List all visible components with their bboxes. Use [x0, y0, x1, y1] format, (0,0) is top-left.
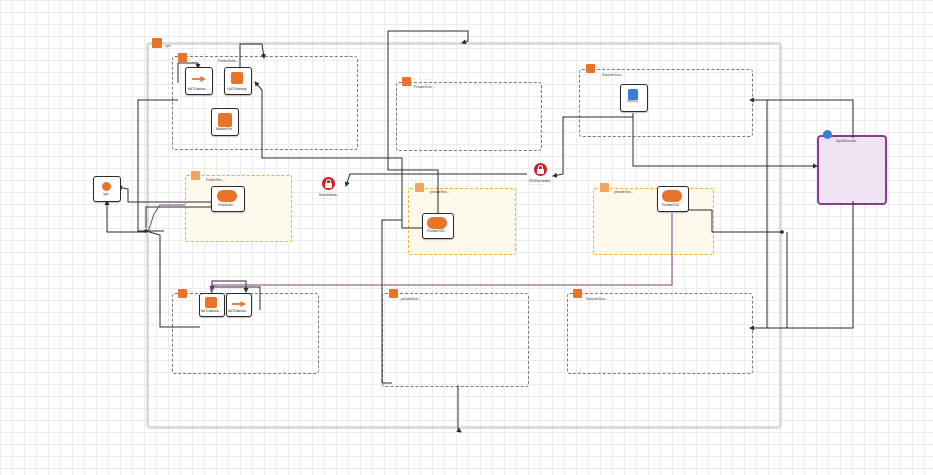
edge-mysql-to-cluster [632, 113, 818, 169]
security-group-private-1-icon [415, 183, 424, 192]
edge-nat3-left [145, 230, 200, 328]
subnet-private-2-icon [389, 289, 398, 298]
lock-body [325, 183, 332, 188]
subnet-public-2-dots: · · · · [190, 289, 208, 295]
vpc-label: vpc [165, 44, 171, 48]
node-secret-1-sublabel: — — — — [318, 196, 332, 200]
subnet-group-1-icon [586, 64, 595, 73]
edge-subnet-private-2-bottom [456, 385, 462, 433]
node-nat-gateway-3[interactable] [199, 293, 225, 317]
security-group-private-1-label: privateSec... [430, 190, 450, 194]
rds-cluster-icon [823, 130, 832, 139]
secret-lock-icon[interactable] [322, 177, 335, 190]
nat-arrow-icon [232, 301, 246, 307]
subnet-group-2-icon [573, 289, 582, 298]
node-secret-2-sublabel: — — — — [530, 182, 544, 186]
node-lb-private-1[interactable] [422, 213, 454, 239]
subnet-group-2-dots: · · · · [585, 289, 603, 295]
edge-purple-lb1-igw [147, 204, 185, 233]
security-group-public-label: PublicSec... [206, 178, 225, 182]
vpc-icon [152, 38, 162, 48]
security-group-private-2-label: privateSec... [614, 190, 634, 194]
subnet-private-1-icon [402, 77, 411, 86]
subnet-private-1[interactable] [396, 82, 542, 151]
node-mysql-label: MySQL [627, 99, 639, 103]
edge-purple-lb3-to-nat3 [209, 213, 673, 292]
nat-gateway-icon [205, 297, 217, 308]
lock-body [537, 169, 544, 174]
security-group-public-icon [191, 171, 200, 180]
node-nat-gateway-1-label: NATGatewa... [187, 87, 209, 91]
subnet-public-1-dots: · · · · [190, 52, 208, 58]
edge-nat-loop-top [239, 43, 266, 68]
junction-dot-left [144, 229, 148, 233]
node-nat-gateway-2-label: NATGateway [227, 87, 247, 91]
edge-secret2-to-secret1 [344, 173, 527, 187]
secret-lock-icon[interactable] [534, 163, 547, 176]
node-nat-gateway-2[interactable] [224, 67, 252, 95]
rds-cluster[interactable] [817, 135, 887, 205]
edge-nat1-nat2 [177, 62, 201, 83]
node-lb-private-2-label: PrivateRDS... [662, 203, 682, 207]
lock-shackle [326, 179, 331, 184]
edge-igw-branch [104, 200, 145, 233]
node-secret-2-label: RDSSecretsM... [529, 179, 553, 183]
subnet-group-2-label: SubnetGrou... [586, 297, 609, 301]
node-lb-public-label: PublicSec... [218, 203, 236, 207]
node-lb-private-2[interactable] [657, 186, 689, 212]
edge-secret2-mysql [552, 113, 634, 178]
subnet-public-1-label: PublicSubn... [218, 59, 240, 63]
subnet-private-1-label: PrivateSub... [414, 85, 435, 89]
subnet-group-1-dots: · · · · [598, 65, 616, 71]
subnet-group-1-label: SubnetGrou... [602, 73, 625, 77]
node-igw[interactable] [93, 176, 121, 202]
node-bastion-label: BastionPrit [216, 127, 232, 131]
node-nat-gateway-1[interactable] [185, 67, 213, 95]
security-group-private-2-icon [600, 183, 609, 192]
edge-subnet-private-2-left [381, 219, 402, 384]
subnet-public-2-icon [178, 289, 187, 298]
load-balancer-icon [427, 217, 447, 229]
junction-dot-right [780, 230, 784, 234]
edge-lb3-right [685, 209, 782, 233]
edge-lb1-to-igw [117, 185, 212, 203]
load-balancer-icon [217, 190, 237, 202]
node-bastion[interactable] [211, 108, 239, 136]
nat-gateway-icon [231, 72, 243, 84]
node-igw-label: igw [103, 192, 109, 196]
subnet-private-1-dots: · · · · [414, 77, 432, 83]
subnet-private-2-label: privateSub... [401, 297, 422, 301]
rds-cluster-label: MyDBCluste... [836, 139, 859, 143]
edge-cluster-to-subnet-group-1 [749, 97, 854, 138]
mysql-icon [628, 89, 638, 100]
edge-lb2-loop-top [387, 30, 469, 213]
subnet-public-1-icon [178, 53, 187, 62]
edge-bastion-to-igw [145, 206, 212, 228]
security-group-private-2[interactable] [593, 188, 714, 255]
edge-lb2-to-nat2 [254, 81, 422, 229]
node-mysql[interactable] [620, 84, 648, 112]
subnet-group-2[interactable] [567, 293, 753, 374]
node-nat-gateway-4[interactable] [226, 293, 252, 317]
subnet-private-2-dots: · · · · [401, 289, 419, 295]
node-nat-gateway-4-label: NATGatewa... [227, 309, 249, 313]
node-lb-private-1-label: PrivateRDS... [427, 229, 447, 233]
nat-arrow-icon [192, 76, 206, 82]
igw-icon [102, 182, 111, 191]
load-balancer-icon [662, 190, 682, 202]
edge-right-bus [750, 100, 768, 329]
lock-shackle [538, 165, 543, 170]
node-nat-gateway-3-label: NATGatewa... [200, 309, 222, 313]
edge-cluster-to-subnet-group-2 [749, 201, 854, 331]
edge-igw-up-left [137, 99, 178, 232]
node-secret-1-label: SecretMana... [318, 193, 340, 197]
subnet-group-1[interactable] [579, 69, 753, 137]
ec2-icon [218, 113, 232, 127]
node-lb-public[interactable] [211, 186, 245, 212]
